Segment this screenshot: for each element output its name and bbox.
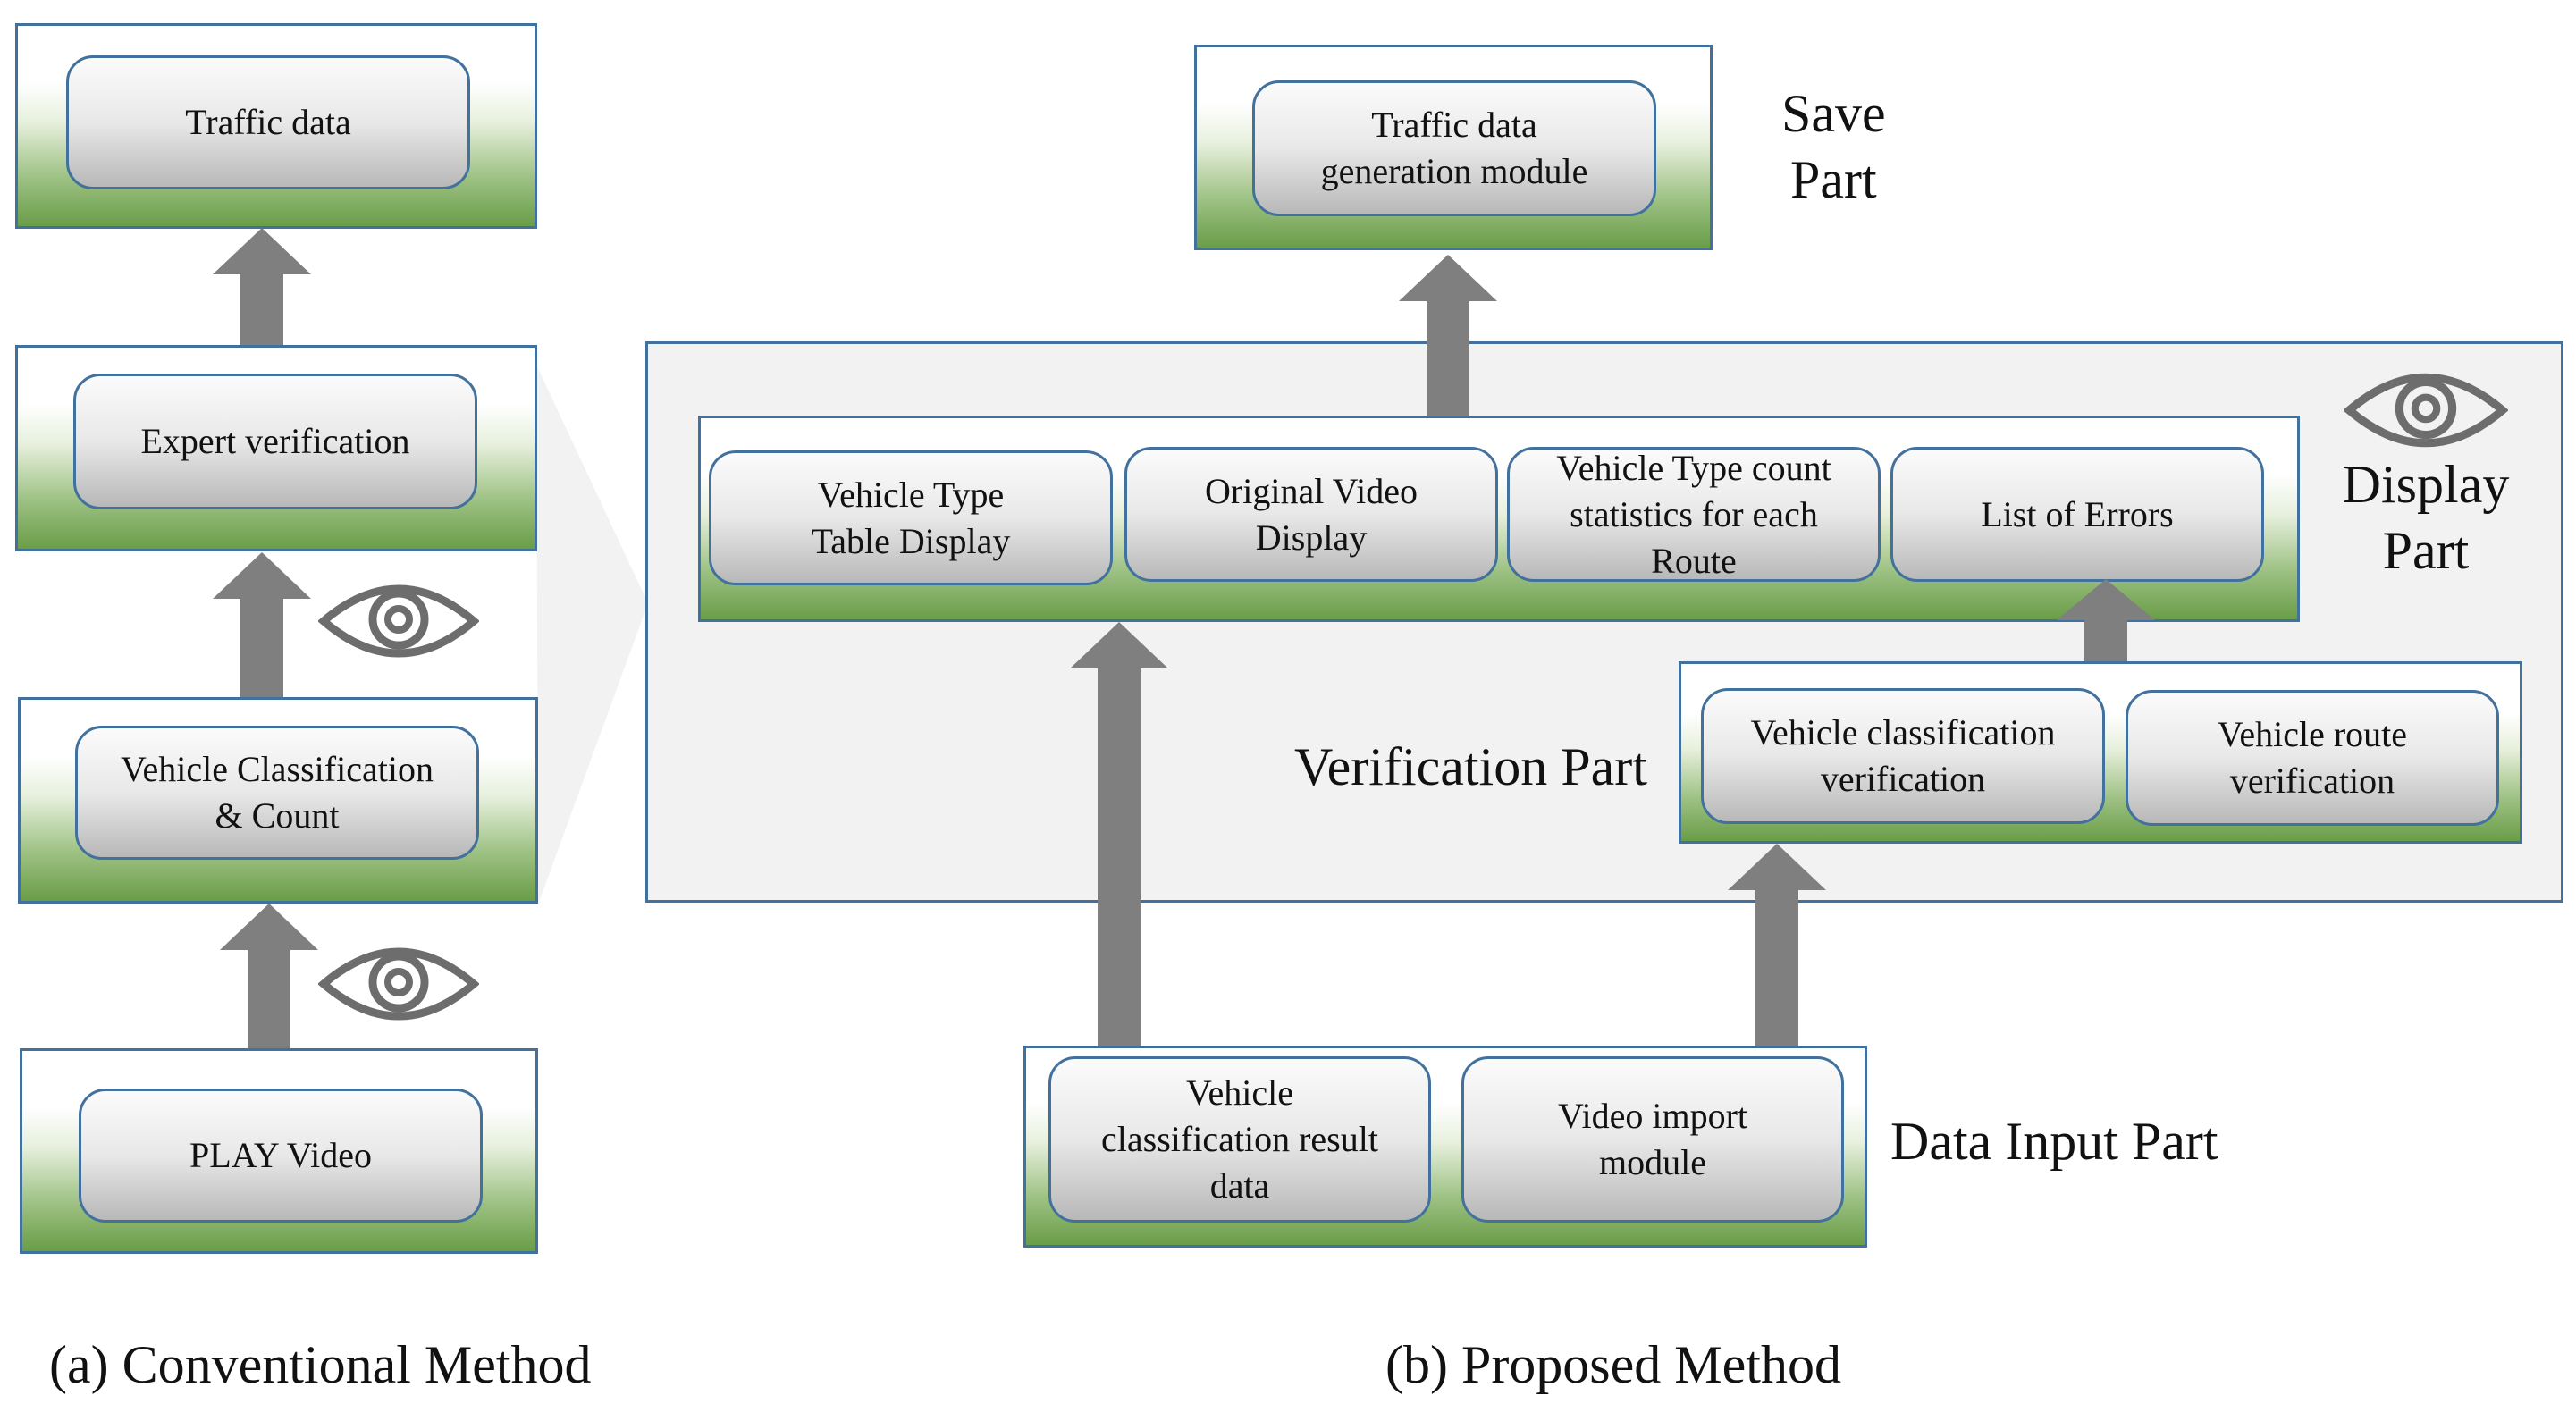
- expert-verification-box: Expert verification: [73, 374, 477, 509]
- vehicle-classification-result-data: Vehicle classification result data: [1048, 1056, 1431, 1223]
- original-video-display: Original Video Display: [1124, 447, 1498, 582]
- vehicle-type-count-statistics: Vehicle Type count statistics for each R…: [1507, 447, 1881, 582]
- eye-icon: [318, 584, 479, 658]
- up-arrow-icon: [220, 904, 318, 1048]
- display-part-label: Display Part: [2342, 455, 2510, 580]
- up-arrow-icon: [213, 228, 311, 345]
- traffic-data-generation-module: Traffic data generation module: [1252, 80, 1656, 216]
- vehicle-classification-verification: Vehicle classification verification: [1701, 688, 2105, 824]
- video-import-module: Video import module: [1461, 1056, 1844, 1223]
- caption-proposed: (b) Proposed Method: [1385, 1335, 1841, 1394]
- traffic-data-box: Traffic data: [66, 55, 470, 189]
- eye-icon: [318, 947, 479, 1021]
- list-of-errors: List of Errors: [1890, 447, 2264, 582]
- caption-conventional: (a) Conventional Method: [49, 1335, 592, 1394]
- verification-part-label: Verification Part: [1294, 737, 1647, 796]
- up-arrow-icon: [1070, 622, 1168, 1046]
- eye-icon: [2344, 373, 2508, 448]
- up-arrow-icon: [2057, 579, 2155, 661]
- save-part-label: Save Part: [1781, 84, 1886, 209]
- vehicle-route-verification: Vehicle route verification: [2126, 690, 2499, 826]
- up-arrow-icon: [1728, 844, 1826, 1046]
- vehicle-type-table-display: Vehicle Type Table Display: [709, 450, 1113, 585]
- play-video-box: PLAY Video: [79, 1089, 483, 1223]
- data-input-part-label: Data Input Part: [1890, 1112, 2218, 1171]
- up-arrow-icon: [1399, 255, 1497, 416]
- classification-count-box: Vehicle Classification & Count: [75, 726, 479, 860]
- up-arrow-icon: [213, 552, 311, 697]
